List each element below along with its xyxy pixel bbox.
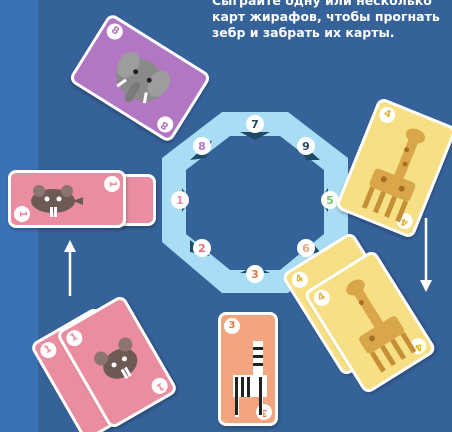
- board-number-label: 6: [302, 242, 310, 255]
- arrow-down-icon: [418, 218, 434, 294]
- board-number-label: 7: [251, 118, 259, 131]
- card-value-bottom: 1: [149, 375, 171, 397]
- card-value-top: 1: [104, 176, 120, 192]
- board-number-label: 3: [251, 268, 259, 281]
- rat-icon: [23, 179, 83, 223]
- pink-rat-card[interactable]: 1 1: [8, 170, 126, 228]
- card-value-top: 1: [63, 327, 85, 349]
- card-value-top: 1: [37, 339, 59, 361]
- rat-icon: [83, 327, 156, 398]
- board-number-label: 8: [198, 140, 206, 153]
- zebra-icon: [229, 339, 273, 419]
- giraffe-icon: [354, 117, 442, 227]
- instruction-text: Сыграйте одну или несколько карт жирафов…: [212, 0, 452, 41]
- instruction-line-1: Сыграйте одну или несколько: [212, 0, 452, 9]
- instruction-line-2: карт жирафов, чтобы прогнать: [212, 9, 452, 25]
- board-number-label: 5: [326, 194, 334, 207]
- instruction-line-3: зебр и забрать их карты.: [212, 25, 452, 41]
- board-number-label: 2: [198, 242, 206, 255]
- yellow-giraffe-card[interactable]: 4 4: [335, 97, 452, 240]
- arrow-up-icon: [62, 240, 78, 296]
- orange-zebra-card[interactable]: 3 3: [218, 312, 278, 426]
- card-value-top: 3: [224, 318, 240, 334]
- card-value-top: 4: [289, 269, 311, 291]
- board-number-label: 1: [176, 194, 184, 207]
- board-number-label: 9: [302, 140, 310, 153]
